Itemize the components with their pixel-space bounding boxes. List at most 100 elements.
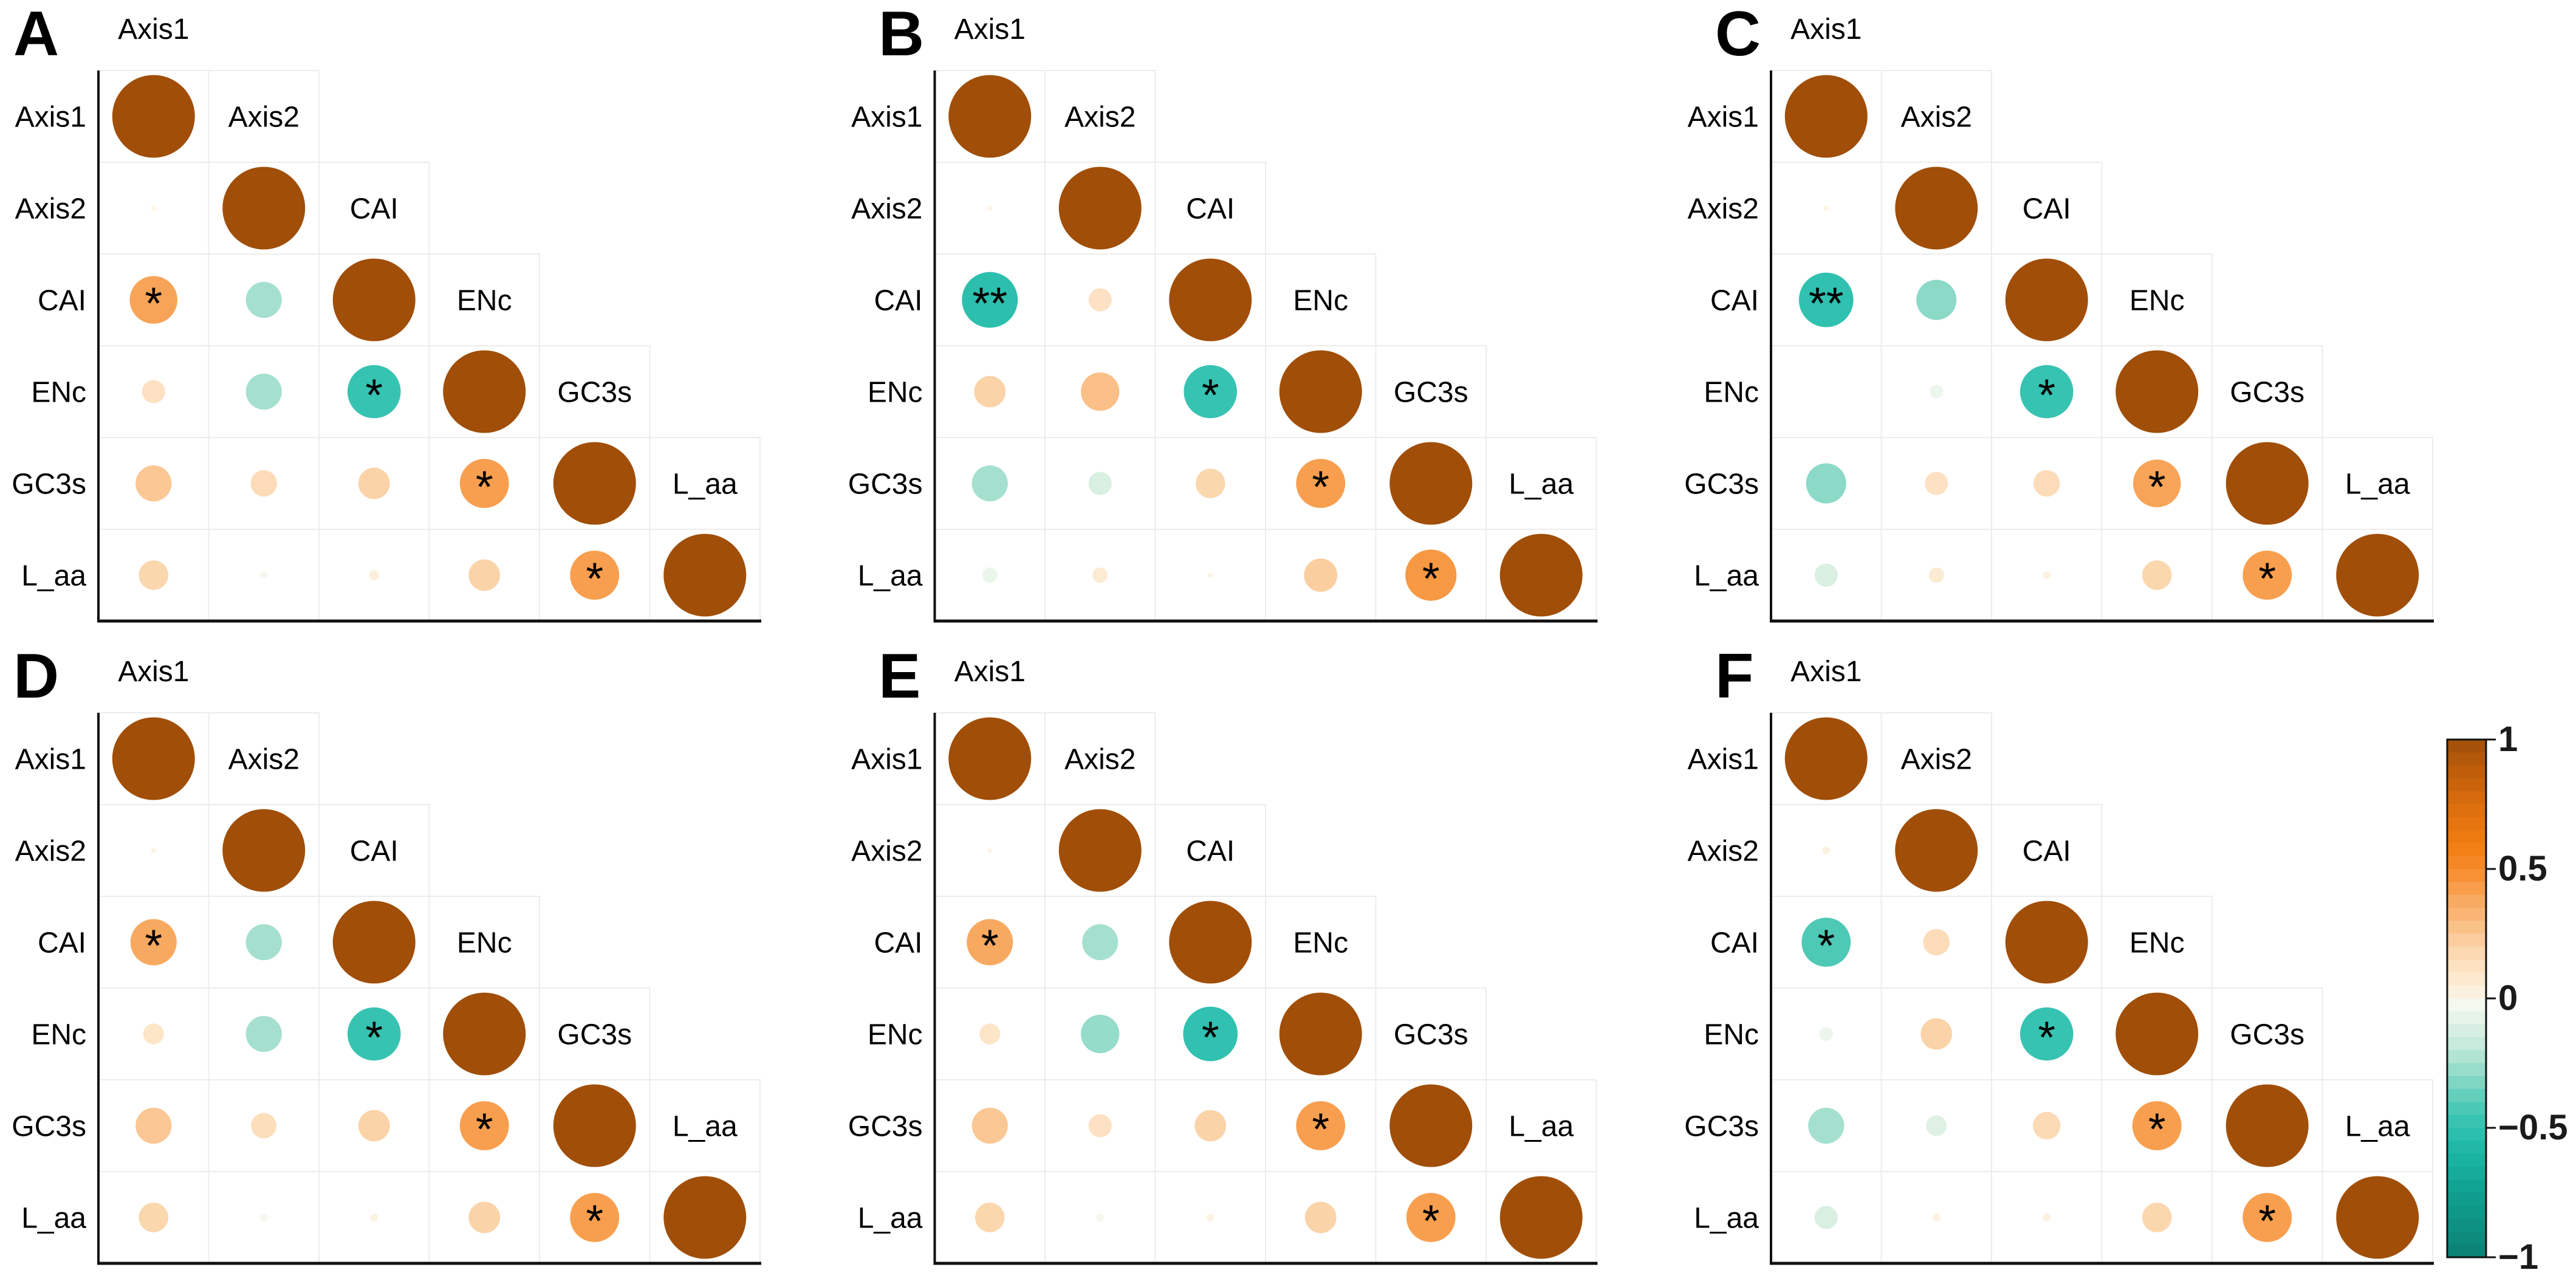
diag-label-gc3s: GC3s: [2230, 377, 2304, 409]
colorbar-segment: [2447, 1231, 2486, 1245]
corr-circle-diagonal: [332, 258, 416, 342]
diag-label-gc3s: GC3s: [1394, 1019, 1468, 1051]
corr-circle-diagonal: [663, 534, 747, 617]
significance-star: *: [1202, 1012, 1219, 1063]
corr-circle: [2043, 571, 2051, 580]
diag-label-cai: CAI: [1186, 193, 1235, 225]
corr-circle: [245, 281, 282, 318]
significance-star: **: [1809, 278, 1844, 329]
row-label-enc: ENc: [1704, 1019, 1759, 1051]
row-label-enc: ENc: [31, 1019, 86, 1051]
corr-circle: [1801, 918, 1851, 967]
corr-circle-diagonal: [2336, 1176, 2419, 1259]
corr-circle-diagonal: [2115, 992, 2199, 1076]
colorbar-segment: [2447, 1192, 2486, 1206]
corr-circle: [1092, 567, 1108, 583]
corr-circle: [2142, 560, 2172, 590]
corr-circle: [975, 1203, 1005, 1232]
panel-letter-c: C: [1715, 0, 1761, 69]
colorbar-segment: [2447, 972, 2486, 986]
corr-circle: [151, 848, 157, 853]
corr-circle: [2043, 1213, 2051, 1222]
row-label-cai: CAI: [1710, 285, 1759, 317]
corr-circle-diagonal: [2115, 350, 2199, 433]
row-label-l_aa: L_aa: [858, 1203, 923, 1235]
corr-circle: [358, 1110, 390, 1142]
corr-circle: [1088, 288, 1112, 312]
grid-cell: [1770, 345, 1882, 438]
corr-circle: [962, 272, 1018, 328]
corr-circle: [2142, 1203, 2172, 1232]
significance-star: *: [476, 462, 493, 512]
corr-circle: [2132, 1101, 2182, 1150]
row-label-l_aa: L_aa: [858, 560, 923, 592]
significance-star: *: [2038, 1012, 2055, 1063]
diag-label-gc3s: GC3s: [557, 1019, 632, 1051]
colorbar-segment: [2447, 752, 2486, 766]
significance-star: *: [2038, 370, 2055, 421]
colorbar-tick-label-0-5: 0.5: [2498, 849, 2547, 888]
corr-circle: [987, 205, 993, 211]
corr-circle: [1822, 846, 1831, 855]
corr-circle: [1304, 1201, 1337, 1234]
diag-label-gc3s: GC3s: [1394, 377, 1468, 409]
row-label-axis1: Axis1: [851, 744, 922, 776]
row-label-axis1: Axis1: [851, 101, 922, 134]
colorbar-segment: [2447, 1128, 2486, 1142]
colorbar-tick-label-neg-0-5: −0.5: [2498, 1108, 2568, 1147]
corr-circle-diagonal: [1058, 167, 1142, 250]
significance-star: *: [1312, 1104, 1329, 1155]
corr-circle: [1183, 1006, 1238, 1062]
colorbar-tick-label-0: 0: [2498, 978, 2518, 1018]
colorbar-segment: [2447, 1102, 2486, 1116]
row-label-l_aa: L_aa: [1694, 1203, 1759, 1235]
corr-circle: [347, 365, 401, 419]
corr-circle: [1405, 549, 1457, 601]
colorbar-segment: [2447, 1166, 2486, 1181]
colorbar-segment: [2447, 1153, 2486, 1167]
colorbar-segment: [2447, 1011, 2486, 1025]
colorbar-segment: [2447, 778, 2486, 792]
corr-circle: [1296, 1101, 1346, 1150]
corr-circle-diagonal: [1169, 901, 1252, 984]
corr-circle: [1916, 280, 1957, 320]
corr-circle: [1920, 1018, 1953, 1050]
corr-circle: [1194, 1110, 1227, 1142]
corr-circle: [982, 567, 998, 583]
colorbar-tick-label-neg-1: −1: [2498, 1237, 2539, 1277]
row-label-cai: CAI: [874, 927, 922, 960]
colorbar-segment: [2447, 791, 2486, 805]
corr-circle: [245, 373, 282, 410]
significance-star: *: [145, 278, 162, 329]
row-label-axis2: Axis2: [1688, 836, 1759, 868]
corr-circle-diagonal: [1784, 717, 1868, 800]
corr-circle: [130, 919, 177, 966]
panel-letter-d: D: [13, 641, 60, 712]
diag-label-gc3s: GC3s: [2230, 1019, 2304, 1051]
significance-star: *: [2148, 1104, 2166, 1155]
significance-star: *: [476, 1104, 493, 1155]
corr-circle: [1096, 1213, 1105, 1222]
corr-circle: [1081, 372, 1120, 411]
corr-circle: [135, 1107, 172, 1144]
row-label-enc: ENc: [868, 1019, 923, 1051]
corr-circle: [1814, 563, 1838, 587]
row-label-axis2: Axis2: [15, 836, 86, 868]
colorbar-segment: [2447, 765, 2486, 779]
corr-circle: [151, 205, 157, 211]
corr-circle: [1808, 1107, 1845, 1144]
colorbar-segment: [2447, 998, 2486, 1012]
corr-circle: [468, 559, 501, 591]
corr-circle: [971, 1107, 1008, 1144]
colorbar-segment: [2447, 894, 2486, 908]
colorbar-segment: [2447, 960, 2486, 973]
colorbar-segment: [2447, 921, 2486, 935]
corr-circle: [245, 1015, 282, 1052]
colorbar-segment: [2447, 1063, 2486, 1077]
diag-label-axis2: Axis2: [1901, 101, 1972, 134]
row-label-l_aa: L_aa: [1694, 560, 1759, 592]
significance-star: *: [1422, 1196, 1440, 1246]
significance-star: *: [586, 554, 603, 604]
corr-circle: [570, 1193, 620, 1242]
corr-circle: [2242, 551, 2292, 600]
